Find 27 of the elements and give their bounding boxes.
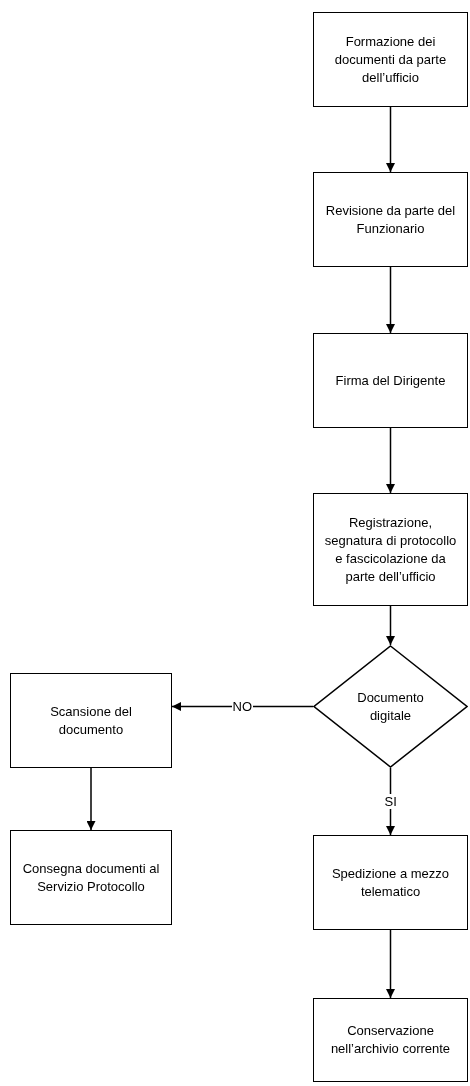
arrow	[386, 106, 395, 173]
process-box	[10, 830, 172, 925]
arrow	[86, 767, 96, 831]
arrow	[386, 605, 395, 646]
step-text: Firma del Dirigente	[334, 371, 447, 390]
step-text: Registrazione, segnatura di protocollo e fascicolazione da parte dell’ufficio	[323, 513, 458, 586]
step-text: Scansione del documento	[49, 702, 133, 739]
step-text: Spedizione a mezzo telematico	[330, 864, 451, 901]
decision-diamond	[313, 645, 468, 768]
step-text: Revisione da parte del Funzionario	[324, 201, 457, 238]
arrow	[386, 266, 395, 334]
process-box	[313, 998, 468, 1082]
edge-label: SI	[383, 794, 398, 809]
step-text: Conservazione nell’archivio corrente	[329, 1022, 452, 1058]
arrow	[386, 427, 395, 494]
edge-label: NO	[231, 699, 253, 714]
step-text: Consegna documenti al Servizio Protocollo	[21, 859, 161, 896]
process-box	[313, 172, 468, 267]
process-box	[313, 835, 468, 930]
process-box	[313, 12, 468, 107]
arrow	[171, 702, 314, 711]
process-box	[313, 493, 468, 606]
process-box	[313, 333, 468, 428]
arrow	[386, 929, 395, 999]
step-text: Formazione dei documenti da parte dell’ufficio	[333, 32, 448, 87]
process-box	[10, 673, 172, 768]
step-text: Documento digitale	[356, 688, 425, 725]
